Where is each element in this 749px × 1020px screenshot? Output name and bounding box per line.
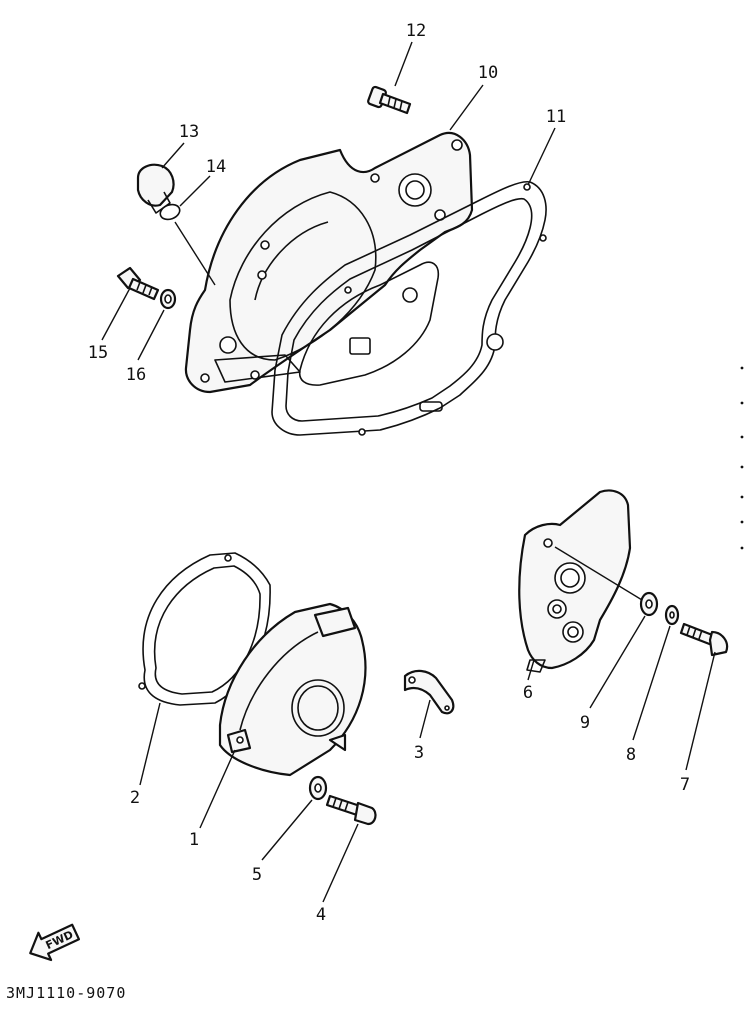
callout-11: 11 [546, 107, 566, 127]
gasket-2 [138, 552, 271, 706]
generator-cover [218, 602, 367, 777]
crankcase-cover [184, 131, 474, 394]
washer-16 [159, 288, 177, 310]
callout-numbers: 1 2 3 4 5 6 7 8 9 10 11 12 13 14 15 16 [88, 21, 690, 925]
plug-13 [136, 163, 175, 214]
drawing-code: 3MJ1110-9070 [6, 984, 126, 1002]
bolt-4 [325, 794, 377, 826]
callout-9: 9 [580, 713, 590, 733]
callout-1: 1 [189, 830, 199, 850]
bolt-15 [116, 266, 160, 301]
callout-12: 12 [406, 21, 426, 41]
washer-5 [308, 775, 328, 801]
sprocket-cover [518, 489, 632, 673]
callout-14: 14 [206, 157, 226, 177]
callout-5: 5 [252, 865, 262, 885]
callout-2: 2 [130, 788, 140, 808]
margin-dots [740, 366, 744, 550]
callout-6: 6 [523, 683, 533, 703]
callout-10: 10 [478, 63, 498, 83]
callout-3: 3 [414, 743, 424, 763]
callout-7: 7 [680, 775, 690, 795]
callout-8: 8 [626, 745, 636, 765]
crankcase-cover-gasket [271, 180, 547, 436]
callout-15: 15 [88, 343, 108, 363]
leader-lines [101, 41, 716, 903]
callout-16: 16 [126, 365, 146, 385]
callout-4: 4 [316, 905, 326, 925]
clamp-3 [403, 669, 455, 715]
bolt-7 [679, 622, 729, 657]
lock-washer-8 [664, 604, 680, 626]
fwd-arrow: FWD [29, 923, 81, 962]
bolt-12 [367, 85, 412, 115]
o-ring-14 [159, 203, 181, 221]
washer-9 [639, 591, 659, 617]
callout-13: 13 [179, 122, 199, 142]
